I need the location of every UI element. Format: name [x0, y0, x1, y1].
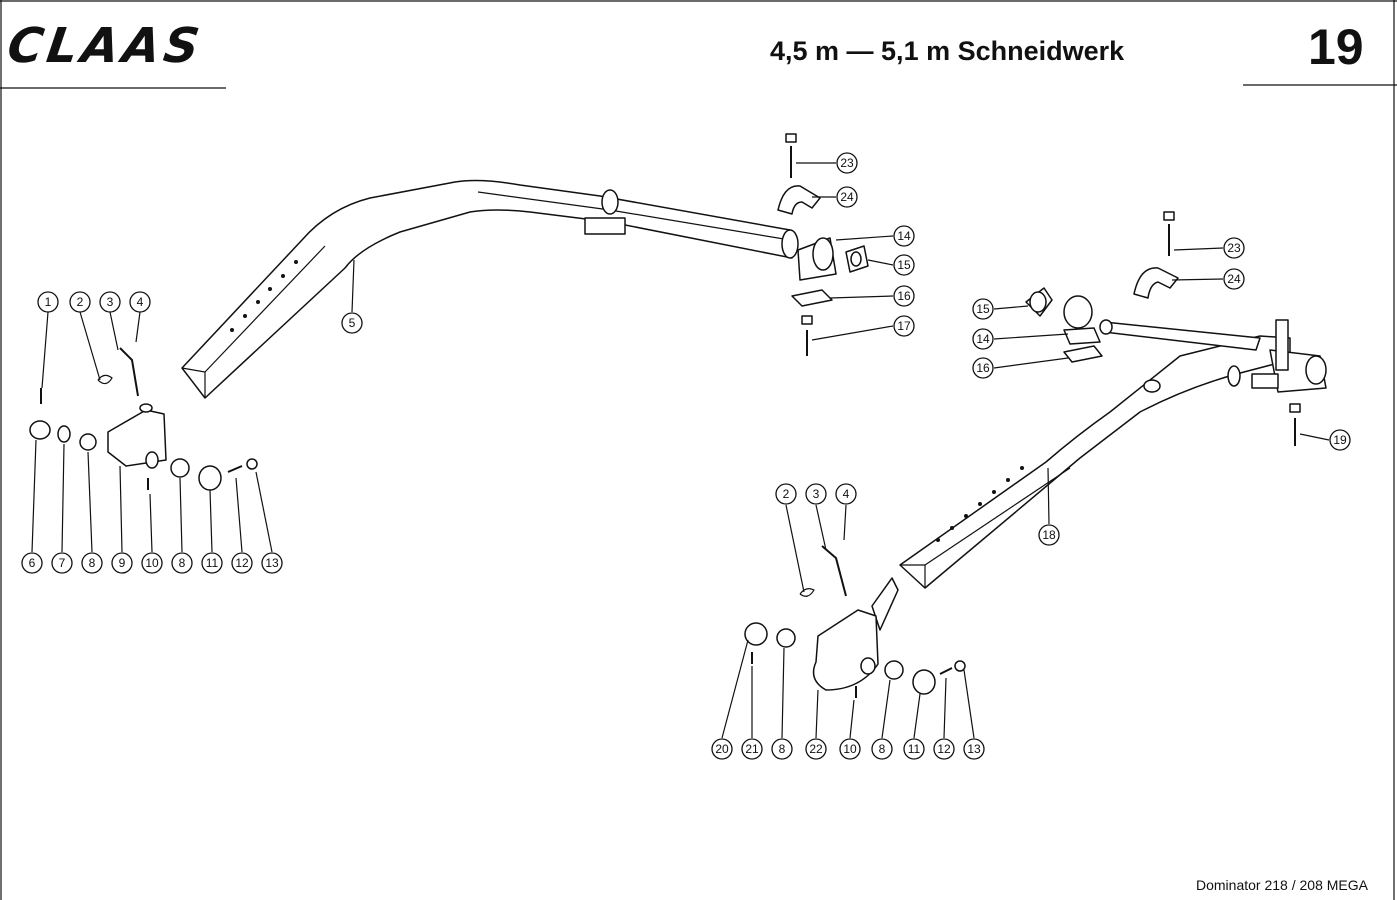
callout-number: 22	[809, 742, 823, 756]
callout-number: 10	[145, 556, 159, 570]
callout-12: 12	[231, 552, 253, 574]
callout-24: 24	[1223, 268, 1245, 290]
callout-number: 10	[843, 742, 857, 756]
bracket-set-right-top	[1025, 211, 1301, 446]
callout-8: 8	[871, 738, 893, 760]
callout-number: 13	[265, 556, 279, 570]
callout-15: 15	[972, 298, 994, 320]
callout-11: 11	[201, 552, 223, 574]
callout-10: 10	[839, 738, 861, 760]
callout-22: 22	[805, 738, 827, 760]
callouts-left: 1 2 3 4 5 6 7 8 9 10 8 11 12 13 23 24 14…	[21, 152, 915, 574]
callout-16: 16	[972, 357, 994, 379]
callout-12: 12	[933, 738, 955, 760]
callout-number: 23	[840, 156, 854, 170]
frame-tube-right	[899, 319, 1327, 589]
callout-15: 15	[893, 254, 915, 276]
callout-21: 21	[741, 738, 763, 760]
callout-number: 19	[1333, 433, 1347, 447]
callout-1: 1	[37, 291, 59, 313]
callout-number: 8	[179, 556, 186, 570]
callout-19: 19	[1329, 429, 1351, 451]
callout-18: 18	[1038, 524, 1060, 546]
callout-number: 17	[897, 319, 911, 333]
callout-number: 1	[45, 295, 52, 309]
callout-number: 14	[897, 229, 911, 243]
callout-number: 11	[206, 556, 219, 570]
page-title: 4,5 m — 5,1 m Schneidwerk	[770, 36, 1125, 66]
callout-24: 24	[836, 186, 858, 208]
callout-5: 5	[341, 312, 363, 334]
callout-number: 4	[843, 487, 850, 501]
callout-23: 23	[836, 152, 858, 174]
callout-2: 2	[775, 483, 797, 505]
callout-number: 8	[879, 742, 886, 756]
callout-number: 8	[89, 556, 96, 570]
callout-13: 13	[963, 738, 985, 760]
frame-tube-left	[181, 179, 799, 399]
callout-10: 10	[141, 552, 163, 574]
callout-number: 3	[813, 487, 820, 501]
callout-7: 7	[51, 552, 73, 574]
callout-9: 9	[111, 552, 133, 574]
callout-number: 14	[976, 332, 990, 346]
callout-number: 15	[897, 258, 911, 272]
callout-3: 3	[805, 483, 827, 505]
callout-16: 16	[893, 285, 915, 307]
callout-number: 16	[976, 361, 990, 375]
callout-number: 16	[897, 289, 911, 303]
callout-11: 11	[903, 738, 925, 760]
callout-number: 8	[779, 742, 786, 756]
callout-20: 20	[711, 738, 733, 760]
callout-number: 9	[119, 556, 126, 570]
bearing-assembly-right	[744, 545, 966, 698]
callouts-right: 23 24 15 14 16 19 18 2 3 4 20 21 8 22 10…	[711, 237, 1351, 760]
callout-number: 23	[1227, 241, 1241, 255]
bracket-set-left-top	[777, 133, 869, 356]
callout-number: 24	[1227, 272, 1241, 286]
callout-6: 6	[21, 552, 43, 574]
callout-number: 21	[745, 742, 759, 756]
callout-number: 5	[349, 316, 356, 330]
callout-8: 8	[81, 552, 103, 574]
callout-4: 4	[129, 291, 151, 313]
callout-number: 18	[1042, 528, 1056, 542]
callout-2: 2	[69, 291, 91, 313]
callout-number: 2	[783, 487, 790, 501]
callout-number: 2	[77, 295, 84, 309]
callout-8: 8	[171, 552, 193, 574]
callout-number: 20	[715, 742, 729, 756]
callout-14: 14	[972, 328, 994, 350]
callout-14: 14	[893, 225, 915, 247]
callout-13: 13	[261, 552, 283, 574]
callout-number: 4	[137, 295, 144, 309]
callout-17: 17	[893, 315, 915, 337]
callout-number: 11	[908, 742, 921, 756]
callout-number: 6	[29, 556, 36, 570]
callout-3: 3	[99, 291, 121, 313]
callout-number: 12	[235, 556, 249, 570]
callout-number: 24	[840, 190, 854, 204]
callout-number: 12	[937, 742, 951, 756]
footer-model-label: Dominator 218 / 208 MEGA	[1196, 877, 1368, 893]
callout-number: 3	[107, 295, 114, 309]
callout-4: 4	[835, 483, 857, 505]
callout-8: 8	[771, 738, 793, 760]
page-number: 19	[1308, 19, 1364, 75]
callout-number: 7	[59, 556, 66, 570]
callout-number: 13	[967, 742, 981, 756]
callout-23: 23	[1223, 237, 1245, 259]
callout-number: 15	[976, 302, 990, 316]
